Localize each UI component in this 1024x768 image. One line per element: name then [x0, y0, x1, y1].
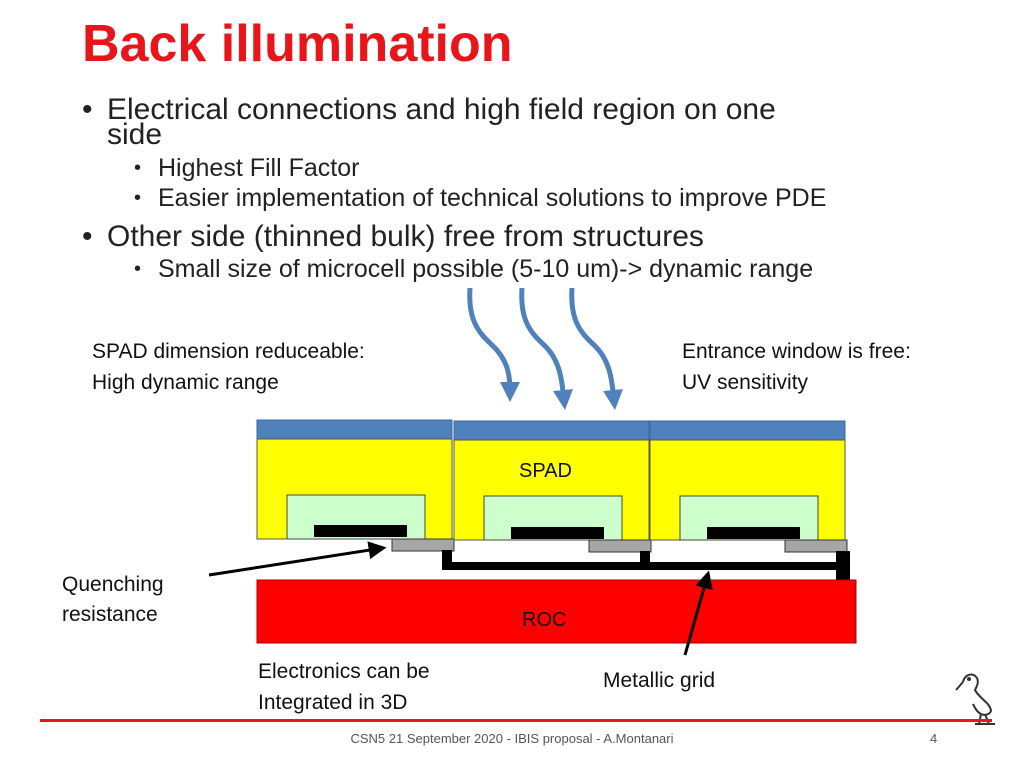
bullet-2: Other side (thinned bulk) free from stru… — [107, 220, 704, 253]
spad-contact — [314, 525, 407, 537]
spad-dimension-label-line-1: SPAD dimension reduceable: — [92, 340, 365, 363]
roc-label: ROC — [522, 609, 567, 631]
bullet-dot: • — [134, 187, 142, 209]
light-arrow — [519, 287, 573, 410]
spad-contact — [707, 527, 800, 539]
bullet-dot: • — [82, 93, 93, 126]
entrance-window-label-line-1: Entrance window is free: — [682, 340, 911, 363]
quenching-resistor — [588, 539, 652, 553]
entrance-window-label-line-2: UV sensitivity — [682, 371, 809, 394]
electronics-label-line-1: Electronics can be — [258, 660, 430, 683]
entrance-window — [256, 419, 453, 440]
bullet-dot: • — [82, 220, 93, 253]
spad-dimension-label-line-2: High dynamic range — [92, 371, 279, 394]
bullet-1-line-1: Electrical connections and high field re… — [107, 93, 776, 126]
bullet-1-line-2: side — [107, 118, 163, 151]
quenching-resistor — [391, 538, 455, 552]
bullet-dot: • — [134, 258, 142, 280]
bullet-1-sub-2: Easier implementation of technical solut… — [158, 184, 827, 212]
quenching-label-line-2: resistance — [62, 603, 158, 626]
bullet-dot: • — [134, 157, 142, 179]
quenching-resistor — [784, 539, 848, 553]
entrance-window — [649, 420, 846, 441]
electronics-label-line-2: Integrated in 3D — [258, 691, 408, 714]
bullet-2-sub-1: Small size of microcell possible (5-10 u… — [158, 255, 814, 283]
metallic-grid-label: Metallic grid — [603, 669, 716, 692]
light-arrow — [569, 287, 623, 410]
metallic-grid-pointer — [683, 570, 713, 656]
spad-label: SPAD — [519, 460, 572, 482]
metallic-grid-horizontal — [442, 562, 850, 570]
footer-divider — [40, 719, 992, 722]
light-arrow — [467, 287, 520, 402]
metallic-grid-vertical — [442, 550, 452, 570]
spad-contact — [511, 527, 604, 539]
footer-text: CSN5 21 September 2020 - IBIS proposal -… — [350, 731, 674, 746]
ibis-bird-icon — [955, 673, 995, 725]
metallic-grid-vertical — [640, 551, 650, 570]
entrance-window — [453, 420, 650, 441]
quenching-pointer — [208, 541, 387, 577]
slide-title: Back illumination — [82, 15, 513, 73]
roc-block — [256, 579, 857, 644]
quenching-label-line-1: Quenching — [62, 573, 164, 596]
bullet-1-sub-1: Highest Fill Factor — [158, 154, 360, 182]
page-number: 4 — [930, 731, 938, 746]
